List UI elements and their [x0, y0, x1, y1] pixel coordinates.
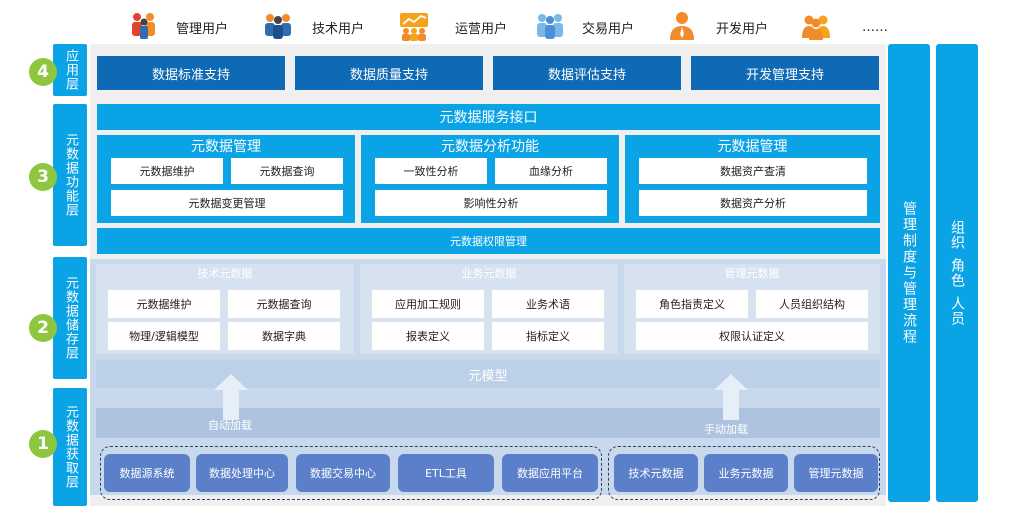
function-item: 数据资产查清	[639, 158, 867, 184]
storage-item: 数据字典	[228, 322, 340, 350]
app-item: 数据标准支持	[97, 56, 285, 90]
service-interface: 元数据服务接口	[97, 104, 880, 130]
permission-management: 元数据权限管理	[97, 228, 880, 254]
function-group-1: 元数据管理 元数据维护 元数据查询 元数据变更管理	[97, 135, 355, 223]
manual-load-label: 手动加载	[704, 423, 748, 436]
trading-users-icon	[537, 14, 563, 39]
layer-number-4: 4	[29, 58, 57, 86]
org-label: 组织	[949, 220, 965, 250]
function-item: 血缘分析	[495, 158, 607, 184]
storage-item: 人员组织结构	[756, 290, 868, 318]
source-item: 技术元数据	[614, 454, 698, 492]
staff-label: 人员	[949, 296, 965, 326]
storage-item: 指标定义	[492, 322, 604, 350]
storage-item: 业务术语	[492, 290, 604, 318]
auto-load-label: 自动加载	[208, 419, 252, 432]
storage-group-tech: 技术元数据 元数据维护 元数据查询 物理/逻辑模型 数据字典	[96, 264, 354, 354]
source-item: 管理元数据	[794, 454, 878, 492]
user-label: 运营用户	[455, 22, 508, 37]
storage-item: 权限认证定义	[636, 322, 868, 350]
auto-load-arrow-icon	[214, 374, 248, 420]
app-item: 数据质量支持	[295, 56, 483, 90]
storage-group-title: 管理元数据	[724, 267, 780, 280]
function-group-3: 元数据管理 数据资产查清 数据资产分析	[625, 135, 880, 223]
storage-item: 元数据维护	[108, 290, 220, 318]
user-label: 技术用户	[312, 22, 365, 37]
storage-group-business: 业务元数据 应用加工规则 业务术语 报表定义 指标定义	[360, 264, 618, 354]
function-item: 元数据查询	[231, 158, 343, 184]
management-system-sidebar: 管理制度与管理流程	[888, 44, 930, 502]
auto-source-group	[100, 446, 602, 500]
function-item: 数据资产分析	[639, 190, 867, 216]
source-item: 数据交易中心	[296, 454, 390, 492]
function-group-2: 元数据分析功能 一致性分析 血缘分析 影响性分析	[361, 135, 619, 223]
function-item: 元数据变更管理	[111, 190, 343, 216]
user-label: 管理用户	[176, 22, 229, 37]
source-item: 业务元数据	[704, 454, 788, 492]
storage-item: 物理/逻辑模型	[108, 322, 220, 350]
storage-group-title: 技术元数据	[197, 267, 253, 280]
more-users-icon	[802, 15, 830, 40]
layer-tab-app: 应用层	[53, 44, 87, 96]
tech-users-icon	[265, 14, 291, 39]
admin-users-icon	[132, 13, 155, 39]
layer-tab-storage: 元数据储存层	[53, 257, 87, 379]
storage-item: 报表定义	[372, 322, 484, 350]
developer-users-icon	[670, 12, 694, 40]
layer-tab-function: 元数据功能层	[53, 104, 87, 246]
layer-number-1: 1	[29, 430, 57, 458]
source-item: 数据源系统	[104, 454, 190, 492]
layer-tab-acquisition: 元数据获取层	[53, 388, 87, 506]
organization-sidebar: 组织 角色 人员	[936, 44, 978, 502]
storage-item: 元数据查询	[228, 290, 340, 318]
storage-group-title: 业务元数据	[461, 267, 517, 280]
storage-group-management: 管理元数据 角色指责定义 人员组织结构 权限认证定义	[624, 264, 880, 354]
function-group-title: 元数据管理	[191, 139, 261, 155]
role-label: 角色	[949, 258, 965, 288]
function-item: 一致性分析	[375, 158, 487, 184]
function-group-title: 元数据管理	[717, 139, 788, 155]
storage-item: 应用加工规则	[372, 290, 484, 318]
layer-number-3: 3	[29, 163, 57, 191]
more-users-ellipsis: ……	[862, 20, 888, 35]
layer-number-2: 2	[29, 314, 57, 342]
source-item: 数据应用平台	[502, 454, 598, 492]
source-item: 数据处理中心	[196, 454, 288, 492]
user-label: 开发用户	[716, 22, 769, 37]
app-item: 数据评估支持	[493, 56, 681, 90]
function-item: 元数据维护	[111, 158, 223, 184]
source-item: ETL工具	[398, 454, 494, 492]
storage-item: 角色指责定义	[636, 290, 748, 318]
function-group-title: 元数据分析功能	[441, 139, 539, 155]
manual-load-arrow-icon	[714, 374, 748, 420]
operations-users-icon	[400, 13, 428, 41]
function-item: 影响性分析	[375, 190, 607, 216]
manual-source-group	[608, 446, 880, 500]
app-item: 开发管理支持	[691, 56, 879, 90]
user-label: 交易用户	[582, 22, 635, 37]
